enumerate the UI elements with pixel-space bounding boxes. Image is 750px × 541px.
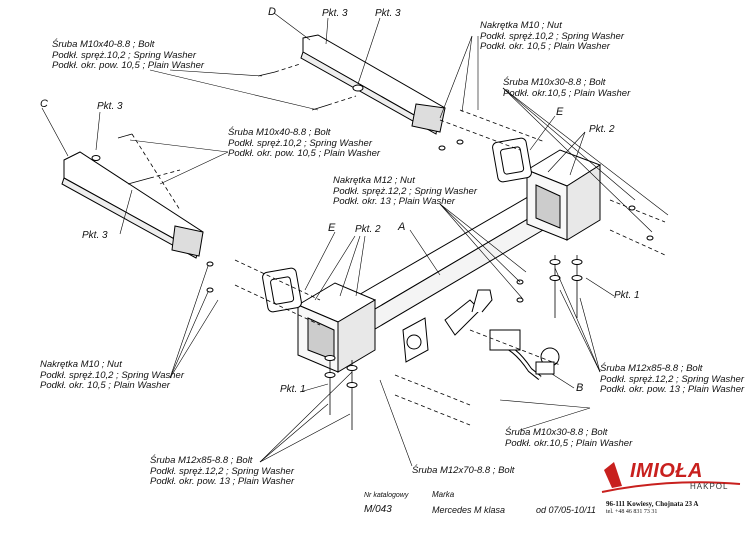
date-range: od 07/05-10/11 — [536, 505, 596, 515]
label-bolt-m12x85-right: Śruba M12x85-8.8 ; Bolt Podkł. spręż.12,… — [600, 363, 745, 395]
letter-b: B — [576, 382, 584, 394]
pkt3-top-label: Pkt. 3 — [322, 8, 348, 19]
letter-c: C — [40, 98, 48, 110]
brand-name: IMIOŁA — [630, 460, 703, 482]
label-bolt-m12x85-bottom: Śruba M12x85-8.8 ; Bolt Podkł. spręż.12,… — [150, 455, 295, 487]
washers — [206, 139, 654, 388]
catalog-number-value: M/043 — [364, 504, 392, 515]
letter-a: A — [398, 221, 406, 233]
bracket-d — [300, 34, 446, 135]
pkt2-left-label: Pkt. 2 — [355, 224, 381, 235]
left-sleeve — [296, 282, 377, 373]
label-bolt-m12x70: Śruba M12x70-8.8 ; Bolt — [412, 465, 515, 476]
tow-ball-b — [444, 289, 560, 380]
pkt3-left-label: Pkt. 3 — [97, 101, 123, 112]
brand-address: 96-111 Kowiesy, Chojnata 23 A — [606, 500, 699, 508]
letter-e-left: E — [328, 222, 336, 234]
label-nut-m12: Nakrętka M12 ; Nut Podkł. spręż.12,2 ; S… — [333, 175, 477, 207]
label-bolt-m10x40-mid: Śruba M10x40-8.8 ; Bolt Podkł. spręż.10,… — [228, 127, 381, 159]
bracket-c — [61, 151, 204, 259]
pkt1-right-label: Pkt. 1 — [614, 290, 640, 301]
label-nut-m10-left: Nakrętka M10 ; Nut Podkł. spręż.10,2 ; S… — [40, 359, 184, 391]
pkt3-top-right-label: Pkt. 3 — [375, 8, 401, 19]
label-bolt-m10x40-top: Śruba M10x40-8.8 ; Bolt Podkł. spręż.10,… — [52, 39, 205, 71]
right-sleeve — [525, 149, 602, 241]
bolts — [117, 63, 666, 430]
logo-swoosh — [601, 481, 741, 493]
plate-e-left — [262, 267, 302, 313]
label-bolt-m10x30-top: Śruba M10x30-8.8 ; Bolt Podkł. okr.10,5 … — [503, 77, 631, 99]
make-value: Mercedes M klasa — [432, 505, 506, 515]
pkt2-right-label: Pkt. 2 — [589, 124, 615, 135]
make-label: Marka — [432, 490, 455, 499]
leader-lines — [41, 12, 669, 467]
pkt1-left-label: Pkt. 1 — [280, 384, 306, 395]
pkt3-lower-label: Pkt. 3 — [82, 230, 108, 241]
logo-mark — [604, 462, 622, 488]
brand-sub: HAKPOL — [690, 482, 729, 491]
catalog-number-label: Nr katalogowy — [364, 492, 409, 499]
label-nut-m10-top: Nakrętka M10 ; Nut Podkł. spręż.10,2 ; S… — [480, 20, 624, 52]
letter-e-right: E — [556, 106, 564, 118]
brand-phone: tel. +48 46 831 73 31 — [606, 509, 658, 515]
socket-plate — [402, 317, 429, 363]
plate-e-right — [492, 137, 532, 183]
letter-d: D — [268, 6, 276, 18]
label-bolt-m10x30-bottom: Śruba M10x30-8.8 ; Bolt Podkł. okr.10,5 … — [505, 427, 633, 449]
